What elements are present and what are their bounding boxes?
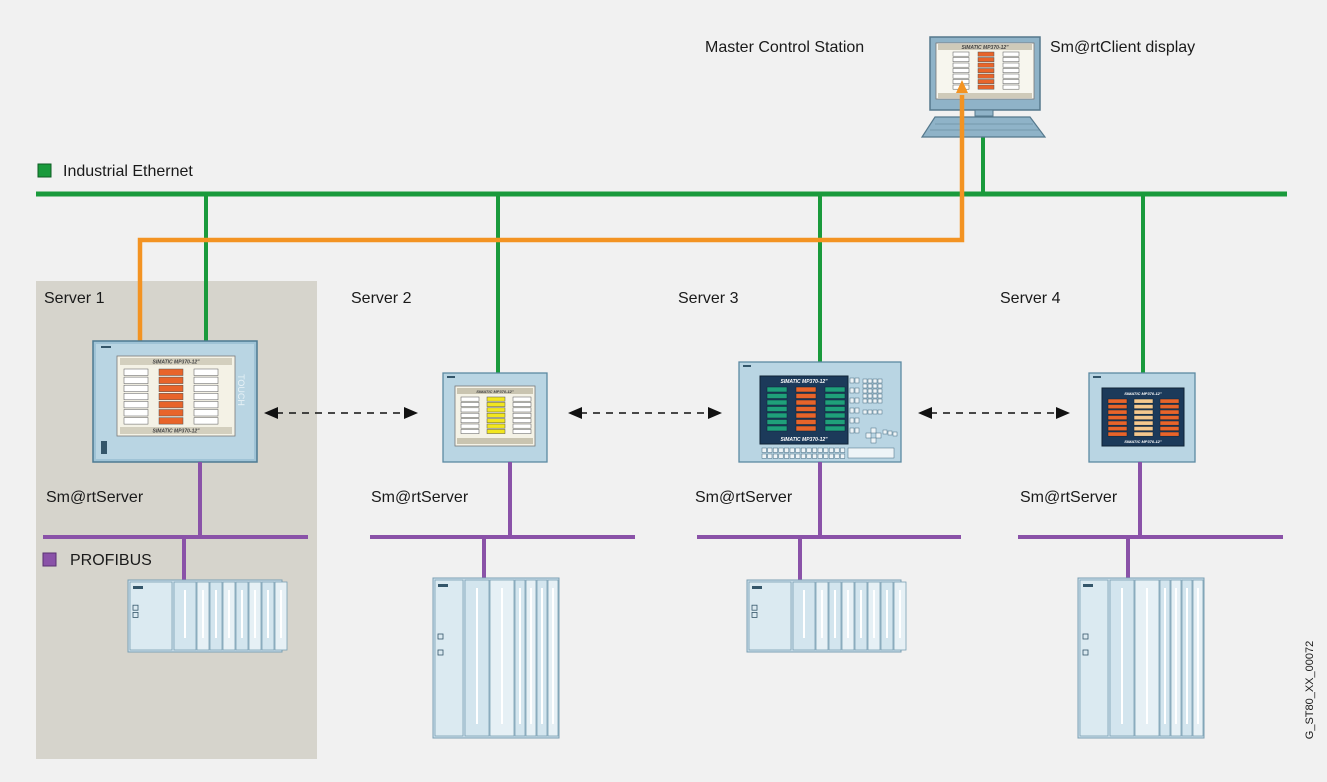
server1-panel-text: SIMATIC MP370-12" [152,360,200,366]
server4-panel-footer: SIMATIC MP370-12" [1124,439,1162,444]
server3-role: Sm@rtServer [695,489,793,506]
server4-panel-text: SIMATIC MP370-12" [1124,391,1162,396]
profibus-to-plc [182,537,1130,580]
server2-label: Server 2 [351,290,412,307]
plc-rack-server2 [432,577,560,739]
server4-label: Server 4 [1000,290,1061,307]
remote-access-path [137,95,965,362]
server3-panel-text: SIMATIC MP370-12" [780,379,828,385]
server2-panel-text: SIMATIC MP370-12" [476,389,514,394]
server-link-arrows [264,407,1070,419]
master-station-pc: SIMATIC MP370-12" [920,36,1047,138]
document-code: G_ST80_XX_00072 [1304,641,1316,739]
server4-role: Sm@rtServer [1020,489,1118,506]
server1-hmi-panel: SIMATIC MP370-12" SIMATIC MP370-12" TOUC… [92,340,258,463]
server1-label: Server 1 [44,290,105,307]
plc-rack-server3 [746,579,907,653]
ethernet-label: Industrial Ethernet [63,163,193,180]
server3-label: Server 3 [678,290,739,307]
profibus-legend-swatch [42,552,57,567]
client-rows-display-rows [952,51,1020,90]
client-panel-text: SIMATIC MP370-12" [961,45,1009,51]
server2-hmi-panel: SIMATIC MP370-12" [442,372,548,463]
touch-label: TOUCH [236,374,246,406]
server3-keypad [761,377,898,459]
profibus-drops [198,462,1142,537]
remote-access-arrow-up [956,80,968,93]
server3-hmi-panel: SIMATIC MP370-12" SIMATIC MP370-12" [738,361,902,463]
server1-panel-footer: SIMATIC MP370-12" [152,429,200,435]
s3-rows-display-rows [766,386,846,432]
s1-rows-display-rows [123,368,219,425]
server4-hmi-panel: SIMATIC MP370-12" SIMATIC MP370-12" [1088,372,1196,463]
s4-rows-display-rows [1107,398,1180,437]
plc-rack-server4 [1077,577,1205,739]
server2-role: Sm@rtServer [371,489,469,506]
server1-role: Sm@rtServer [46,489,144,506]
ethernet-legend-swatch [37,163,52,178]
server3-panel-footer: SIMATIC MP370-12" [780,437,828,443]
master-station-label: Master Control Station [705,39,864,56]
plc-rack-server1 [127,579,288,653]
s2-rows-display-rows [460,396,532,434]
client-display-label: Sm@rtClient display [1050,39,1195,56]
profibus-label: PROFIBUS [70,552,152,569]
